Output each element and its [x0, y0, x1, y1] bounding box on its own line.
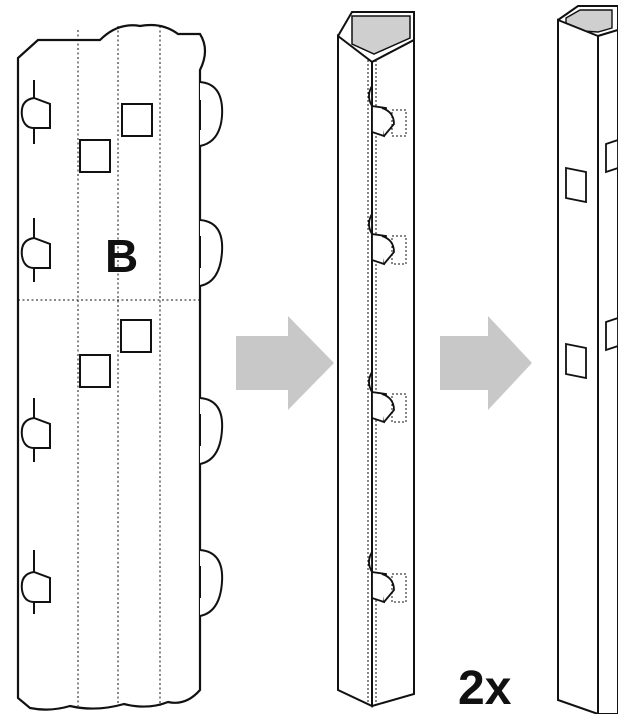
post-hooks: [368, 82, 395, 604]
arrow-right-icon: [440, 316, 532, 410]
square-cutouts: [79, 103, 153, 388]
finished-post: [557, 5, 618, 714]
arrow-right-icon: [236, 316, 334, 410]
fold-lines: [18, 26, 200, 706]
flat-piece-outline: [16, 23, 207, 711]
right-tabs: [199, 81, 224, 617]
part-label: B: [105, 230, 138, 282]
folded-post: [337, 11, 415, 708]
finished-post-windows: [565, 139, 618, 380]
left-hooks: [20, 80, 51, 614]
flat-piece-b: B: [16, 23, 224, 711]
quantity-label: 2x: [458, 662, 512, 714]
